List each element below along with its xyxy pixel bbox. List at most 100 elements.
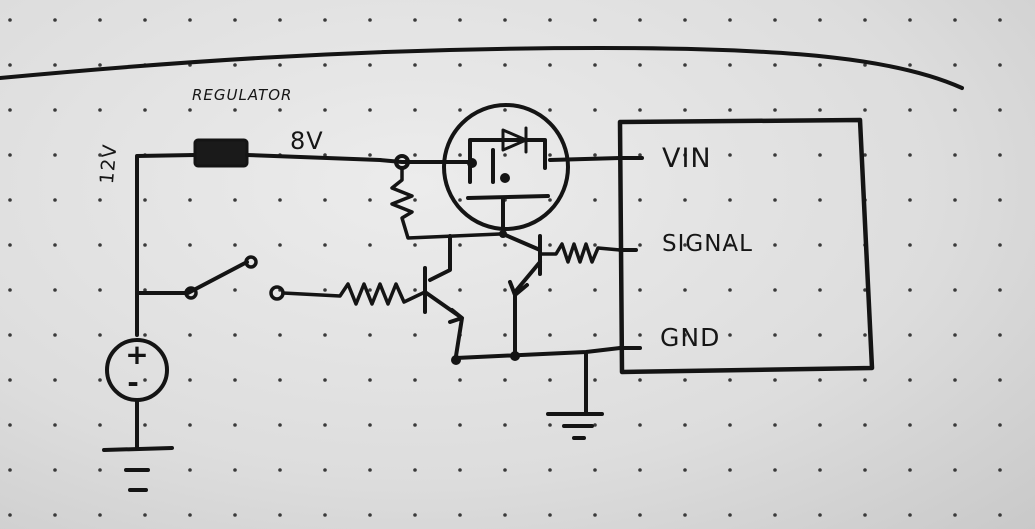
- grid-dot: [368, 63, 372, 67]
- grid-dot: [98, 153, 102, 157]
- grid-dot: [458, 63, 462, 67]
- grid-dot: [413, 108, 417, 112]
- grid-dot: [368, 108, 372, 112]
- grid-dot: [323, 243, 327, 247]
- grid-dot: [683, 513, 687, 517]
- grid-dot: [863, 18, 867, 22]
- grid-dot: [143, 513, 147, 517]
- grid-dot: [368, 288, 372, 292]
- grid-dot: [368, 18, 372, 22]
- grid-dot: [53, 243, 57, 247]
- grid-dot: [953, 288, 957, 292]
- grid-dot: [683, 63, 687, 67]
- grid-dot: [143, 378, 147, 382]
- grid-dot: [233, 513, 237, 517]
- grid-dot: [98, 108, 102, 112]
- grid-dot: [818, 108, 822, 112]
- grid-dot: [458, 423, 462, 427]
- grid-dot: [503, 423, 507, 427]
- grid-dot: [143, 198, 147, 202]
- grid-dot: [323, 198, 327, 202]
- grid-dot: [413, 153, 417, 157]
- grid-dot: [953, 63, 957, 67]
- grid-dot: [728, 423, 732, 427]
- grid-dot: [413, 513, 417, 517]
- grid-dot: [818, 378, 822, 382]
- grid-dot: [458, 288, 462, 292]
- grid-dot: [998, 153, 1002, 157]
- grid-dot: [503, 288, 507, 292]
- grid-dot: [953, 378, 957, 382]
- grid-dot: [368, 378, 372, 382]
- grid-dot: [323, 378, 327, 382]
- grid-dot: [998, 63, 1002, 67]
- grid-dot: [8, 333, 12, 337]
- grid-dot: [503, 333, 507, 337]
- grid-dot: [98, 513, 102, 517]
- grid-dot: [593, 108, 597, 112]
- grid-dot: [368, 423, 372, 427]
- grid-dot: [323, 333, 327, 337]
- grid-dot: [53, 63, 57, 67]
- grid-dot: [953, 333, 957, 337]
- grid-dot: [278, 198, 282, 202]
- grid-dot: [188, 198, 192, 202]
- grid-dot: [638, 153, 642, 157]
- grid-dot: [53, 198, 57, 202]
- grid-dot: [323, 468, 327, 472]
- grid-dot: [458, 153, 462, 157]
- mosfet-drain-dot: [500, 173, 510, 183]
- grid-dot: [863, 153, 867, 157]
- grid-dot: [53, 288, 57, 292]
- grid-dot: [908, 198, 912, 202]
- grid-dot: [908, 333, 912, 337]
- grid-dot: [8, 288, 12, 292]
- signal-label: SIGNAL: [662, 231, 753, 257]
- grid-dot: [818, 243, 822, 247]
- regulator-output-label: 8V: [290, 127, 324, 155]
- grid-dot: [638, 468, 642, 472]
- grid-dot: [638, 18, 642, 22]
- grid-dot: [818, 468, 822, 472]
- grid-dot: [728, 288, 732, 292]
- grid-dot: [728, 108, 732, 112]
- grid-dot: [908, 288, 912, 292]
- grid-dot: [863, 108, 867, 112]
- grid-dot: [233, 243, 237, 247]
- grid-dot: [53, 18, 57, 22]
- switch-contact-a: [184, 286, 198, 300]
- page-edge-line: [0, 46, 964, 90]
- grid-dot: [908, 513, 912, 517]
- grid-dot: [548, 108, 552, 112]
- grid-dot: [728, 513, 732, 517]
- grid-dot: [638, 63, 642, 67]
- grid-dot: [8, 468, 12, 472]
- grid-dot: [98, 468, 102, 472]
- grid-dot: [593, 198, 597, 202]
- grid-dot: [143, 108, 147, 112]
- grid-dot: [323, 288, 327, 292]
- grid-dot: [818, 18, 822, 22]
- grid-dot: [638, 198, 642, 202]
- grid-dot: [413, 18, 417, 22]
- grid-dot: [368, 243, 372, 247]
- grid-dot: [953, 18, 957, 22]
- grid-dot: [278, 63, 282, 67]
- gnd-label: GND: [660, 323, 721, 352]
- supply-switch: [135, 260, 249, 295]
- ground-node-left: [451, 355, 461, 365]
- grid-dot: [818, 513, 822, 517]
- grid-dot: [188, 18, 192, 22]
- grid-dot: [188, 333, 192, 337]
- grid-dot: [368, 198, 372, 202]
- pullup-resistor: [390, 166, 502, 240]
- grid-dot: [548, 333, 552, 337]
- grid-dot: [458, 468, 462, 472]
- grid-dot: [998, 468, 1002, 472]
- grid-dot: [728, 63, 732, 67]
- grid-dot: [143, 243, 147, 247]
- grid-dot: [683, 378, 687, 382]
- mosfet-body-diode: [501, 126, 528, 154]
- grid-dot: [638, 243, 642, 247]
